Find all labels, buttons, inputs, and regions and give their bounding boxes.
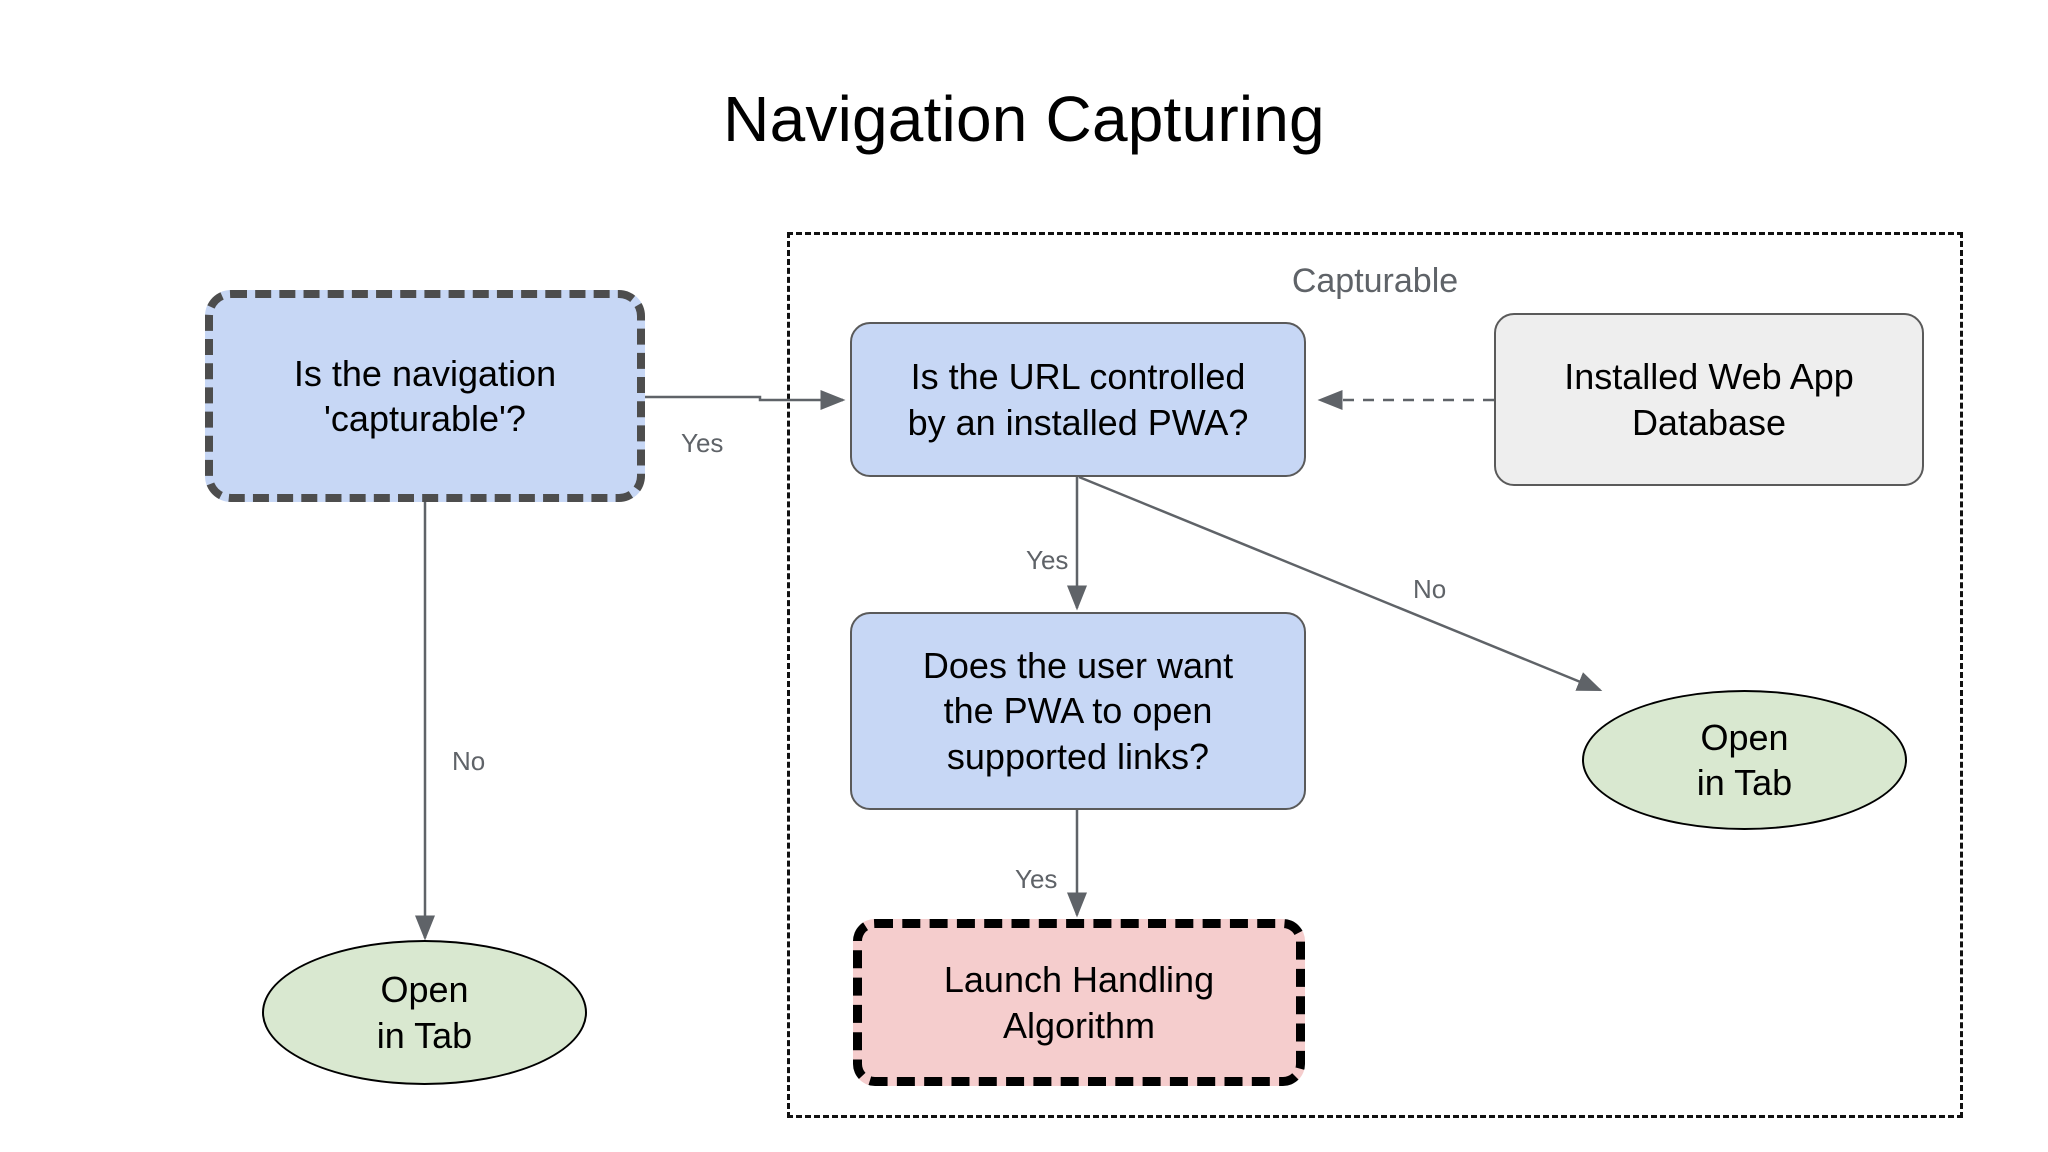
edge-label-user-wants-yes: Yes — [1015, 864, 1058, 894]
node-launch-handling-algorithm-label: Launch Handling Algorithm — [943, 959, 1215, 1046]
edge-label-url-yes: Yes — [1026, 545, 1069, 575]
node-launch-handling-algorithm[interactable]: Launch Handling Algorithm — [853, 919, 1305, 1086]
node-open-in-tab-left[interactable]: Open in Tab — [262, 940, 587, 1085]
capturable-group-label: Capturable — [1291, 262, 1459, 300]
page-title: Navigation Capturing — [723, 83, 1325, 155]
edge-label-url-no: No — [1413, 574, 1447, 604]
node-open-in-tab-left-label: Open in Tab — [376, 969, 473, 1056]
edge-label-capturable-no: No — [452, 746, 486, 776]
node-is-capturable[interactable]: Is the navigation 'capturable'? — [205, 290, 645, 502]
node-is-capturable-label: Is the navigation 'capturable'? — [293, 352, 557, 439]
node-installed-web-app-database[interactable]: Installed Web App Database — [1494, 313, 1924, 486]
edge-label-capturable-yes: Yes — [681, 428, 724, 458]
node-user-wants-pwa-label: Does the user want the PWA to open suppo… — [922, 644, 1234, 777]
capturable-group-boundary — [787, 232, 1963, 1118]
node-open-in-tab-right-label: Open in Tab — [1696, 716, 1793, 803]
node-user-wants-pwa[interactable]: Does the user want the PWA to open suppo… — [850, 612, 1306, 810]
node-installed-web-app-database-label: Installed Web App Database — [1564, 356, 1854, 443]
node-url-controlled-label: Is the URL controlled by an installed PW… — [907, 356, 1249, 443]
node-url-controlled[interactable]: Is the URL controlled by an installed PW… — [850, 322, 1306, 477]
node-open-in-tab-right[interactable]: Open in Tab — [1582, 690, 1907, 830]
